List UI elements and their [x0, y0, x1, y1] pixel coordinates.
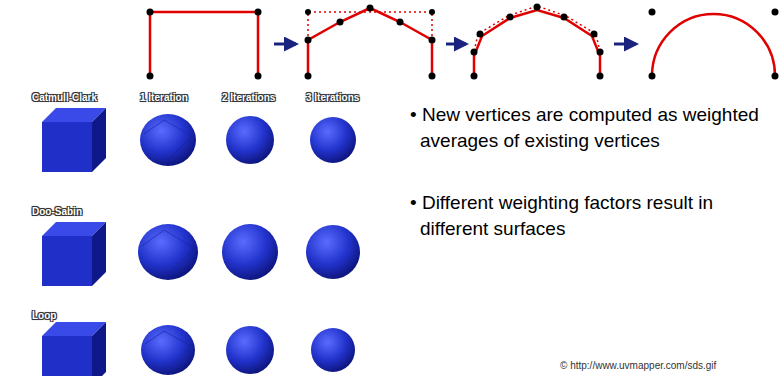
step-arrow	[446, 43, 466, 46]
facet-edge	[144, 120, 192, 162]
iteration-label: 3 Iterations	[306, 92, 359, 103]
facet-edge	[142, 230, 194, 276]
cube-face	[92, 222, 106, 286]
scheme-label: Catmull-Clark	[32, 92, 97, 103]
subdivided-shape	[306, 225, 360, 279]
step-arrow	[274, 43, 296, 46]
cube-face	[42, 236, 92, 286]
subdivided-shape	[226, 326, 274, 374]
cube-face	[42, 122, 92, 172]
scheme-label: Loop	[32, 310, 56, 321]
refined-polygon	[471, 4, 604, 80]
subdivided-shape	[138, 224, 198, 280]
cube-face	[42, 336, 92, 376]
cube-renders	[42, 108, 106, 376]
subdivided-shape	[226, 116, 274, 164]
step-arrow	[614, 43, 636, 46]
cube-face	[92, 108, 106, 172]
subdivided-shape	[222, 224, 278, 280]
facet-edge	[145, 331, 191, 371]
bullet-text: • Different weighting factors result in …	[410, 190, 765, 241]
cube-face	[92, 322, 106, 376]
subdivided-shape	[140, 114, 196, 166]
control-polygon	[147, 9, 262, 80]
subdivided-shape	[311, 328, 355, 372]
limit-curve	[649, 9, 779, 80]
scheme-label: Doo-Sabin	[32, 206, 82, 217]
bullet-text: • New vertices are computed as weighted …	[410, 102, 765, 153]
copyright-note: © http://www.uvmapper.com/sds.gif	[560, 360, 716, 371]
subdivided-shape	[141, 325, 195, 375]
subdivided-renders	[138, 114, 360, 375]
subdivided-shape	[310, 117, 356, 163]
iteration-label: 2 Iterations	[222, 92, 275, 103]
iteration-label: 1 Iteration	[140, 92, 188, 103]
refined-polygon	[305, 5, 436, 80]
